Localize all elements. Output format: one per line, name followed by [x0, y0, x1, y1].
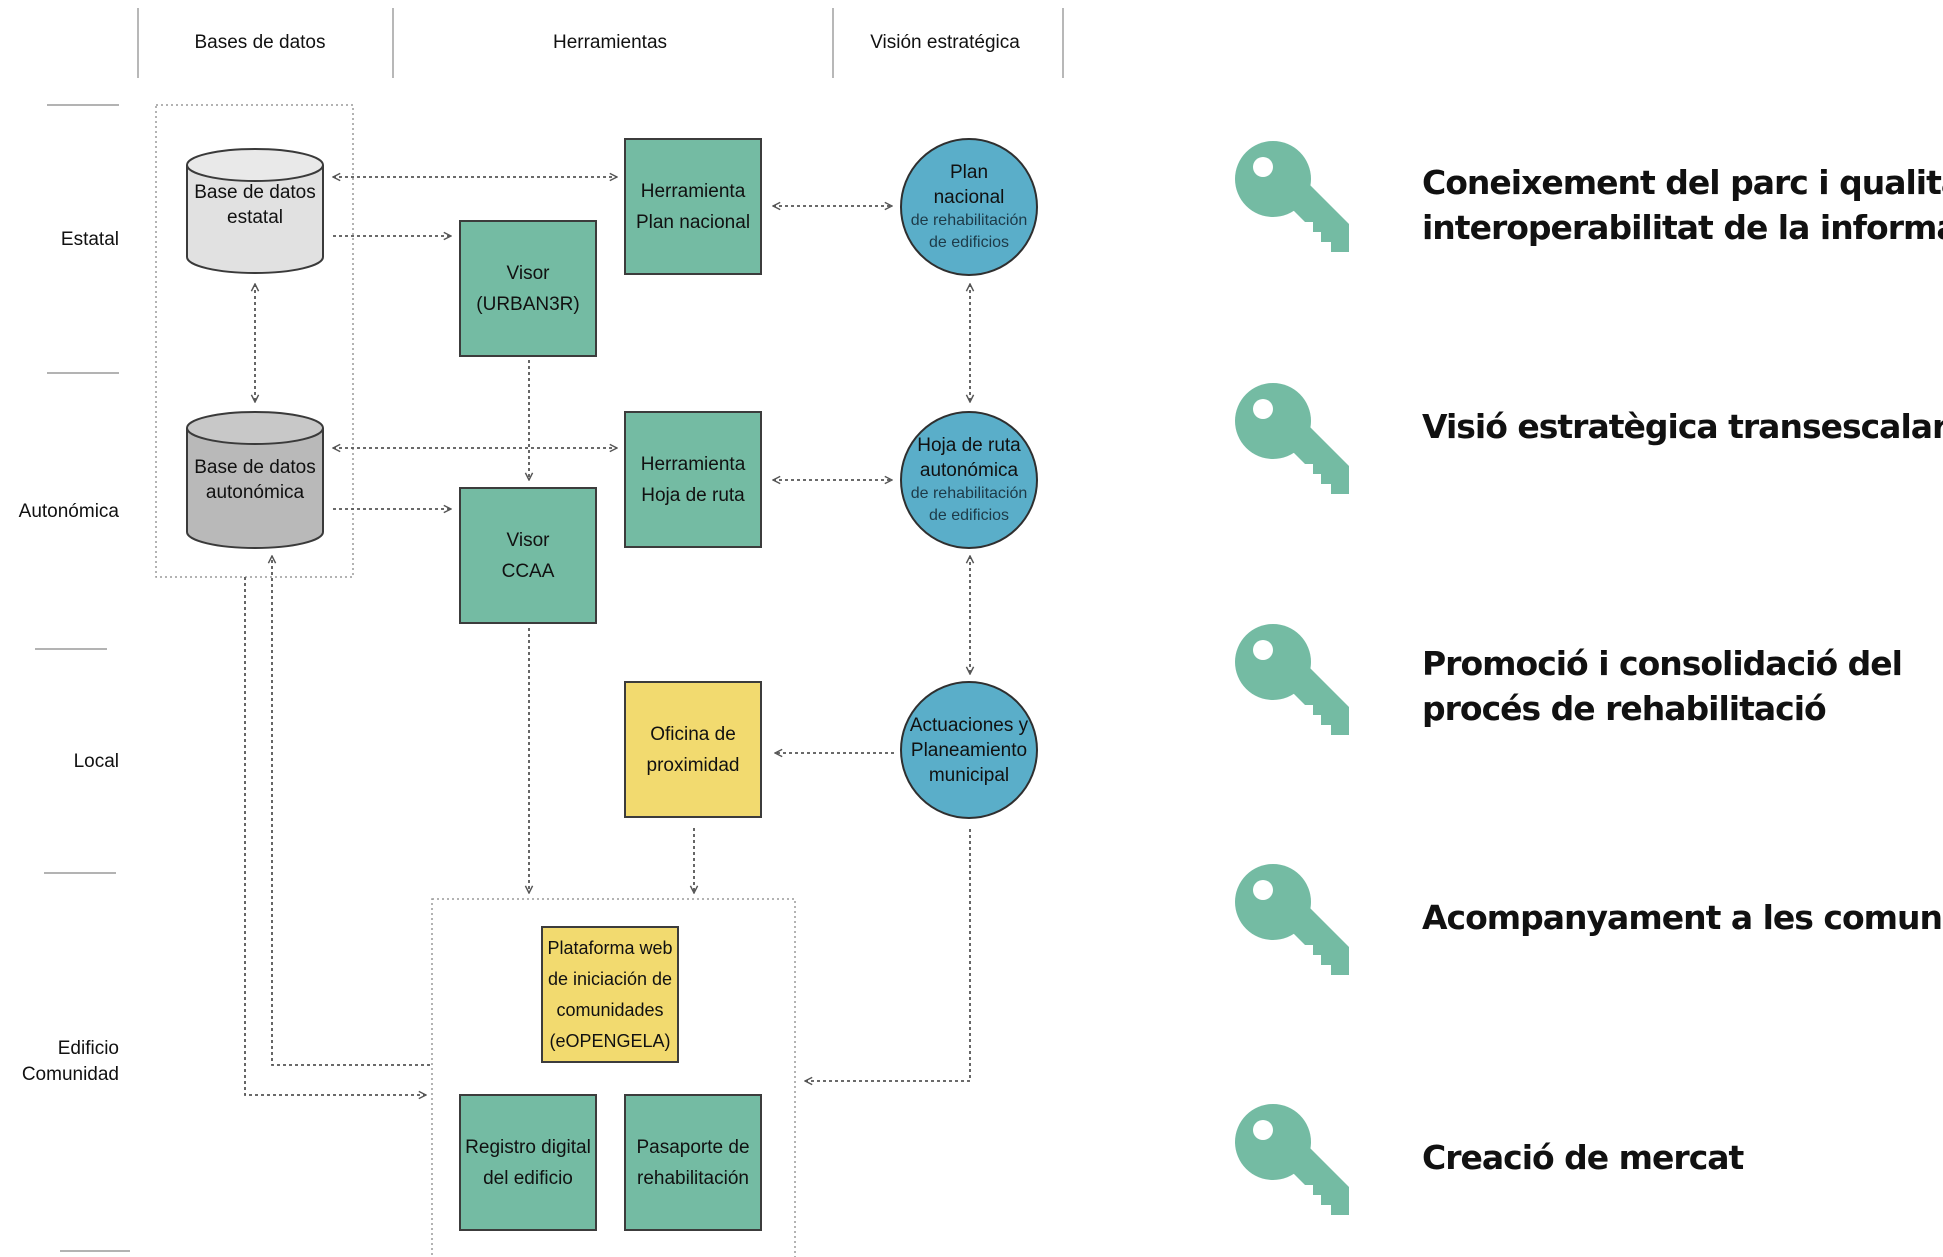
- row-header-local: Local: [73, 751, 119, 772]
- platform-line4: (eOPENGELA): [549, 1030, 671, 1051]
- regional-roadmap-sub2: de edificios: [928, 507, 1010, 524]
- databases-frame: [155, 104, 354, 578]
- key-icon: [1235, 864, 1349, 975]
- key-point-3: Promoció i consolidació del procés de re…: [1235, 623, 1935, 743]
- key-icon: [1235, 141, 1349, 252]
- key-point-4: Acompanyament a les comunitats: [1235, 863, 1943, 983]
- database-state: Base de datos estatal: [187, 180, 323, 230]
- key-point-3-line1: Promoció i consolidació del: [1422, 644, 1903, 683]
- key-point-1: Coneixement del parc i qualitat i intero…: [1235, 140, 1943, 260]
- regional-roadmap-sub1: de rehabilitación: [910, 485, 1028, 502]
- database-state-line1: Base de datos: [194, 182, 316, 203]
- passport-line1: Pasaporte de: [636, 1136, 750, 1158]
- plan-tool-box: Herramienta Plan nacional: [624, 138, 762, 275]
- viewer-ccaa-box: Visor CCAA: [459, 487, 597, 624]
- municipal-circle: Actuaciones y Planeamiento municipal: [900, 681, 1038, 819]
- national-plan-line1: Plan: [949, 162, 989, 183]
- registry-box: Registro digital del edificio: [459, 1094, 597, 1231]
- column-header-strategic: Visión estratégica: [870, 32, 1020, 53]
- key-point-4-text: Acompanyament a les comunitats: [1422, 895, 1943, 940]
- office-line1: Oficina de: [650, 723, 736, 745]
- national-plan-line2: nacional: [933, 187, 1005, 208]
- key-icon: [1235, 1104, 1349, 1215]
- office-line2: proximidad: [646, 754, 740, 776]
- platform-box: Plataforma web de iniciación de comunida…: [541, 926, 679, 1063]
- regional-roadmap-line2: autonómica: [919, 460, 1019, 481]
- platform-line3: comunidades: [556, 999, 664, 1020]
- national-plan-sub2: de edificios: [928, 234, 1010, 251]
- municipal-line1: Actuaciones y: [909, 714, 1029, 736]
- key-point-2: Visió estratègica transescalar: [1235, 382, 1943, 502]
- db-cylinder-regional: [186, 411, 324, 549]
- registry-line1: Registro digital: [465, 1136, 591, 1158]
- viewer-urban-line1: Visor: [506, 262, 550, 284]
- db-cylinder-state: [186, 148, 324, 274]
- roadmap-tool-line2: Hoja de ruta: [641, 484, 745, 506]
- key-point-1-text: Coneixement del parc i qualitat i intero…: [1422, 160, 1943, 250]
- database-regional: Base de datos autonómica: [187, 455, 323, 505]
- platform-line2: de iniciación de: [547, 968, 673, 989]
- registry-line2: del edificio: [483, 1167, 573, 1189]
- row-header-building-line1: Edificio: [57, 1038, 119, 1059]
- row-header-building-line2: Comunidad: [21, 1064, 119, 1085]
- key-point-5: Creació de mercat: [1235, 1103, 1935, 1223]
- key-point-1-line1: Coneixement del parc i qualitat i: [1422, 163, 1943, 202]
- national-plan-sub1: de rehabilitación: [910, 212, 1028, 229]
- building-frame: [431, 898, 796, 1257]
- key-point-4-line1: Acompanyament a les comunitats: [1422, 898, 1943, 937]
- database-regional-line2: autonómica: [205, 482, 305, 503]
- key-point-5-line1: Creació de mercat: [1422, 1138, 1744, 1177]
- municipal-line3: municipal: [928, 764, 1010, 786]
- key-icon: [1235, 383, 1349, 494]
- column-header-databases: Bases de datos: [194, 32, 326, 53]
- key-icon: [1235, 624, 1349, 735]
- platform-line1: Plataforma web: [547, 937, 673, 958]
- row-header-regional: Autonómica: [18, 501, 119, 522]
- database-regional-line1: Base de datos: [194, 457, 316, 478]
- regional-roadmap-line1: Hoja de ruta: [917, 435, 1021, 456]
- key-point-5-text: Creació de mercat: [1422, 1135, 1744, 1180]
- row-header-state: Estatal: [60, 229, 119, 250]
- municipal-line2: Planeamiento: [910, 739, 1028, 761]
- regional-roadmap-circle: Hoja de ruta autonómica de rehabilitació…: [900, 411, 1038, 549]
- office-box: Oficina de proximidad: [624, 681, 762, 818]
- viewer-urban-line2: (URBAN3R): [476, 293, 580, 315]
- viewer-urban-box: Visor (URBAN3R): [459, 220, 597, 357]
- national-plan-circle: Plan nacional de rehabilitación de edifi…: [900, 138, 1038, 276]
- key-point-1-line2: interoperabilitat de la informació: [1422, 208, 1943, 247]
- row-dividers: [35, 104, 130, 1252]
- roadmap-tool-line1: Herramienta: [640, 453, 746, 475]
- key-point-3-text: Promoció i consolidació del procés de re…: [1422, 641, 1903, 731]
- column-separators: [137, 8, 1064, 78]
- column-header-tools: Herramientas: [552, 32, 668, 53]
- passport-box: Pasaporte de rehabilitación: [624, 1094, 762, 1231]
- roadmap-tool-box: Herramienta Hoja de ruta: [624, 411, 762, 548]
- database-state-line2: estatal: [227, 207, 283, 228]
- plan-tool-line1: Herramienta: [640, 180, 746, 202]
- viewer-ccaa-line1: Visor: [506, 529, 550, 551]
- key-point-3-line2: procés de rehabilitació: [1422, 689, 1827, 728]
- viewer-ccaa-line2: CCAA: [501, 560, 555, 582]
- plan-tool-line2: Plan nacional: [635, 211, 751, 233]
- row-header-building: Edificio Comunidad: [0, 1036, 119, 1088]
- connectors: [244, 177, 970, 1095]
- key-point-2-text: Visió estratègica transescalar: [1422, 404, 1943, 449]
- passport-line2: rehabilitación: [637, 1167, 749, 1189]
- key-point-2-line1: Visió estratègica transescalar: [1422, 407, 1943, 446]
